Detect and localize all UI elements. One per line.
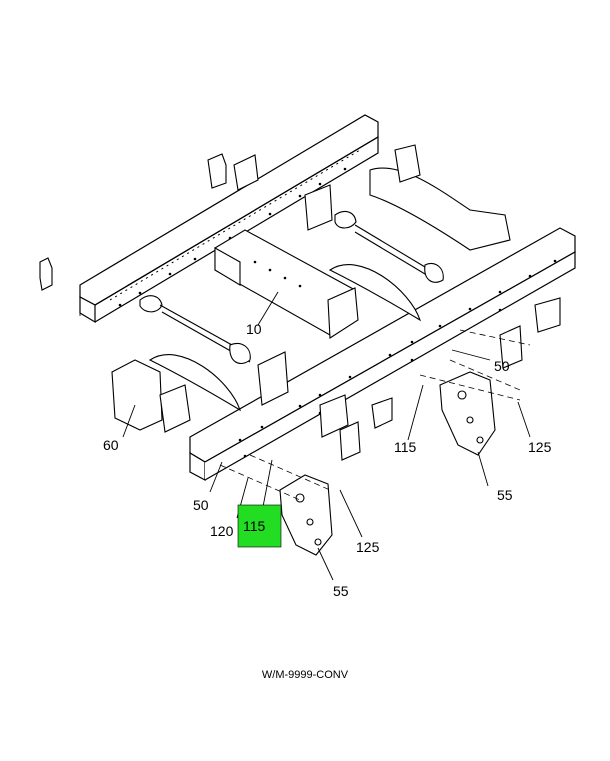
callout-125-lower[interactable]: 125: [356, 539, 380, 555]
front-bracket-60: [111, 359, 191, 433]
rear-frame-rail: [79, 114, 379, 324]
callout-labels: 10 50 50 55 55 60 115 115 120 125 125: [103, 321, 552, 599]
callout-120[interactable]: 120: [210, 523, 234, 539]
callout-115-highlighted[interactable]: 115: [243, 518, 266, 534]
rail-brackets: [257, 297, 561, 461]
callout-55-lower[interactable]: 55: [333, 583, 349, 599]
callout-60[interactable]: 60: [103, 437, 119, 453]
callout-50-upper[interactable]: 50: [494, 358, 510, 374]
rear-mount-brackets: [39, 153, 333, 291]
leader-lines: [122, 291, 531, 581]
front-frame-rail: [189, 227, 576, 481]
callout-55-upper[interactable]: 55: [497, 487, 513, 503]
callout-125-upper[interactable]: 125: [528, 439, 552, 455]
highlight-box-115[interactable]: [237, 504, 282, 548]
callout-10[interactable]: 10: [246, 321, 262, 337]
crossmember: [214, 229, 359, 339]
callout-50-lower[interactable]: 50: [193, 497, 209, 513]
figure-id: W/M-9999-CONV: [261, 669, 349, 681]
spring-hanger-lower: [279, 474, 333, 556]
spring-hanger-upper: [439, 371, 496, 456]
bolt-lines: [79, 290, 531, 501]
suspension-components: [139, 144, 511, 412]
callout-115-upper[interactable]: 115: [394, 439, 417, 455]
